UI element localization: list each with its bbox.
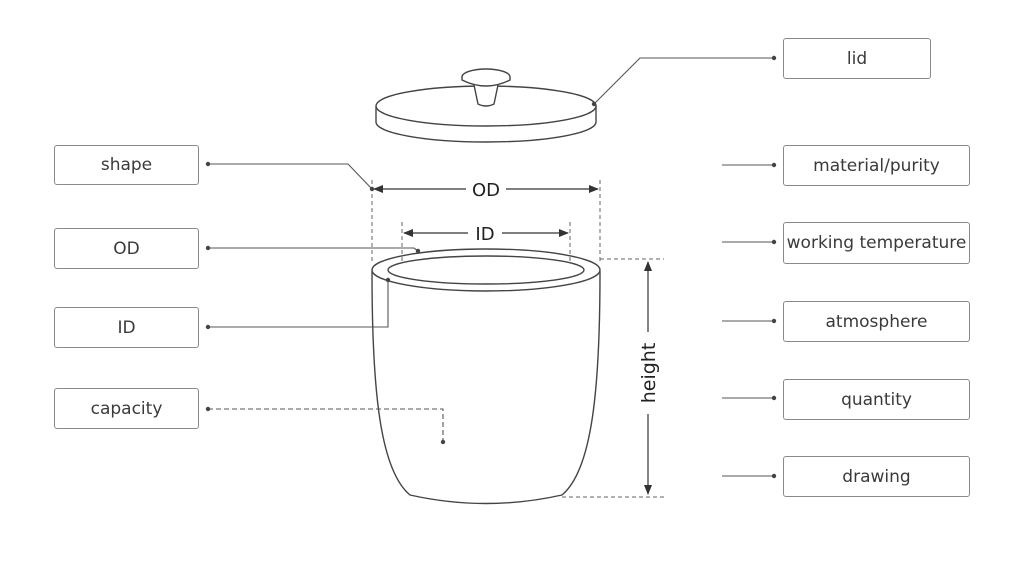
od-dimension-label: OD — [472, 180, 500, 201]
od-dimension: OD — [373, 180, 599, 201]
label-capacity: capacity — [54, 388, 199, 429]
label-id: ID — [54, 307, 199, 348]
height-dimension: height — [638, 261, 660, 495]
height-dimension-label: height — [638, 343, 660, 404]
label-atmosphere: atmosphere — [783, 301, 970, 342]
label-material-purity: material/purity — [783, 145, 970, 186]
label-lid: lid — [783, 38, 931, 79]
extension-lines — [371, 180, 664, 498]
label-drawing: drawing — [783, 456, 970, 497]
id-dimension: ID — [403, 224, 569, 245]
label-quantity: quantity — [783, 379, 970, 420]
left-leader-dots — [205, 161, 446, 445]
label-working-temperature: working temperature — [783, 222, 970, 264]
lid-drawing — [375, 68, 597, 143]
right-leader-dots — [591, 55, 777, 479]
crucible-body — [371, 248, 601, 505]
label-od: OD — [54, 228, 199, 269]
label-shape: shape — [54, 145, 199, 185]
id-dimension-label: ID — [475, 224, 494, 245]
right-leaders — [593, 57, 774, 477]
